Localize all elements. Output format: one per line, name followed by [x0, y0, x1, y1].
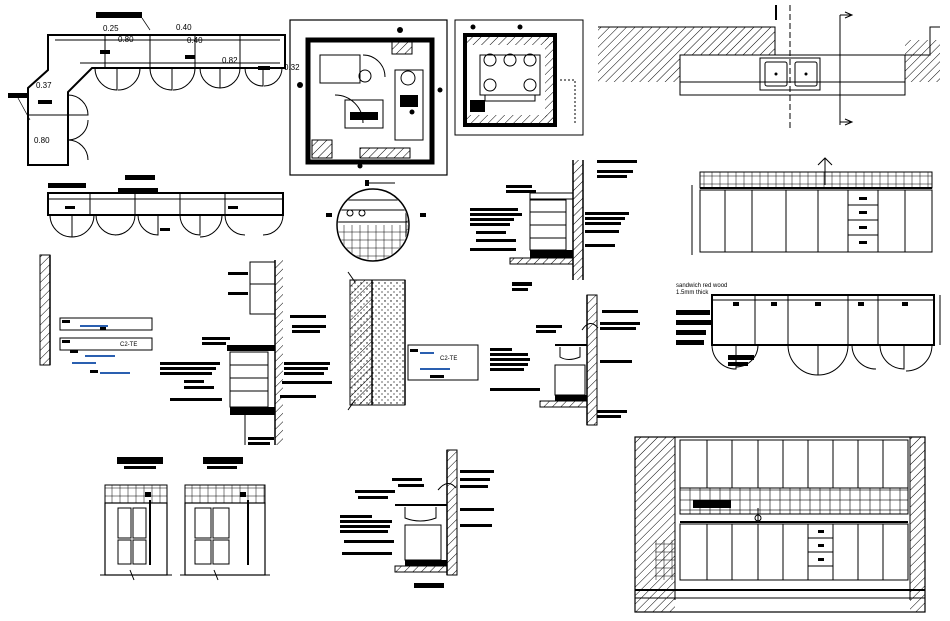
plan-tag-bar: [8, 93, 28, 98]
section-sink: [490, 294, 640, 426]
annotation-text-block: [490, 310, 640, 418]
wall-elevation-left: C2-TE: [39, 254, 153, 374]
section-tall-cabinet: [160, 260, 332, 445]
section-sink-bottom: [340, 449, 494, 588]
plan-l-shaped-kitchen: 0.25 0.40 0.80 0.40 0.82 0.32 0.37 0.80: [8, 12, 300, 166]
plan-cabinets-swing-doors: sandwich red wood 1.5mm thick: [676, 283, 941, 376]
plan-dim-label: 0.32: [284, 63, 300, 72]
material-note: sandwich red wood: [676, 283, 727, 289]
plan-framed-kitchen-1: [289, 19, 448, 176]
elevation-small-1: [100, 457, 172, 581]
elevation-small-2: [180, 457, 270, 581]
svg-text:C2-TE: C2-TE: [440, 356, 457, 362]
plan-dim-label: 0.37: [36, 81, 52, 90]
plan-dim-label: 0.40: [187, 36, 203, 45]
section-detail-drawers: [470, 160, 637, 291]
plan-dim-label: 0.80: [118, 35, 134, 44]
circular-detail-callout: [326, 180, 426, 262]
elevation-full-kitchen: [634, 436, 926, 613]
plan-dim-label: 0.82: [222, 56, 238, 65]
plan-sink-section: [598, 5, 940, 130]
plan-straight-kitchen: [47, 175, 284, 238]
plan-dim-label: 0.80: [34, 136, 50, 145]
annotation-text-block: [470, 160, 637, 251]
plan-dim-label: 0.25: [103, 24, 119, 33]
svg-text:C2-TE: C2-TE: [120, 342, 137, 348]
elevation-base-cabinets: [691, 157, 933, 255]
plan-framed-kitchen-2: [454, 19, 584, 136]
annotation-text-block: [340, 470, 494, 555]
concrete-wall-section: C2-TE: [347, 271, 479, 411]
annotation-text-block: [160, 272, 332, 445]
plan-dim-label: 0.40: [176, 23, 192, 32]
material-note: 1.5mm thick: [676, 290, 709, 296]
plan-tag-bar: [96, 12, 142, 18]
